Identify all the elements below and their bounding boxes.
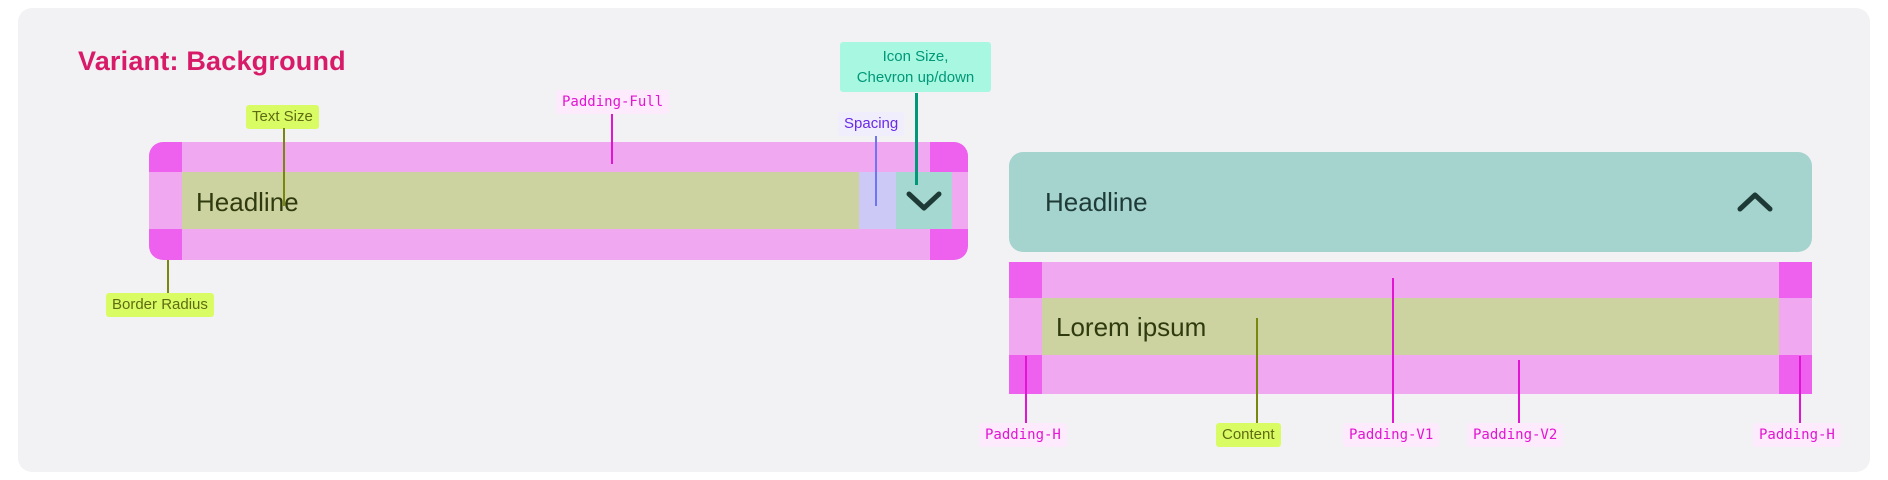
right-accordion-header[interactable]: Headline: [1009, 152, 1812, 252]
leader-spacing: [875, 136, 877, 206]
right-padding-h-right-top: [1779, 262, 1812, 298]
left-padding-right: [952, 172, 968, 229]
right-padding-h-left-mid: [1009, 298, 1042, 355]
label-padding-h-left: Padding-H: [979, 423, 1067, 447]
right-accordion-body-text: Lorem ipsum: [1056, 312, 1207, 342]
label-content: Content: [1216, 423, 1281, 447]
left-radius-bottom-right: [930, 229, 968, 260]
label-spacing: Spacing: [838, 112, 905, 136]
leader-icon-size: [915, 93, 918, 185]
label-icon-size-line1: Icon Size,: [882, 48, 949, 65]
left-radius-top-right: [930, 142, 968, 172]
left-icon-size-block: [896, 172, 952, 229]
leader-content: [1256, 318, 1258, 423]
leader-padding-v1: [1392, 278, 1394, 423]
left-spacing-block: [859, 172, 896, 229]
chevron-down-icon[interactable]: [903, 188, 945, 214]
right-padding-h-right-bottom: [1779, 355, 1812, 394]
label-padding-h-right: Padding-H: [1753, 423, 1841, 447]
right-padding-v1-band: [1042, 262, 1779, 298]
leader-padding-v2: [1518, 360, 1520, 423]
label-padding-full: Padding-Full: [556, 90, 670, 114]
left-radius-bottom-left: [149, 229, 182, 260]
canvas-card: Variant: Background Headline Text Size P…: [18, 8, 1870, 472]
left-text-size-band: [182, 172, 859, 229]
label-icon-size: Icon Size, Chevron up/down: [840, 42, 991, 92]
leader-padding-h-right: [1799, 356, 1801, 423]
right-accordion-headline: Headline: [1045, 187, 1148, 217]
left-accordion-headline: Headline: [196, 187, 299, 217]
leader-padding-h-left: [1025, 356, 1027, 423]
label-padding-v1: Padding-V1: [1343, 423, 1440, 447]
label-text-size: Text Size: [246, 105, 319, 129]
right-padding-v2-band: [1042, 355, 1779, 394]
left-padding-top: [182, 142, 930, 172]
label-padding-v2: Padding-V2: [1467, 423, 1564, 447]
left-padding-bottom: [182, 229, 930, 260]
right-padding-h-left-top: [1009, 262, 1042, 298]
label-icon-size-line2: Chevron up/down: [856, 69, 975, 86]
leader-text-size: [283, 128, 285, 206]
right-padding-h-right-mid: [1779, 298, 1812, 355]
label-border-radius: Border Radius: [106, 293, 214, 317]
right-content-band: [1042, 298, 1779, 355]
leader-border-radius: [167, 260, 169, 303]
page-title: Variant: Background: [78, 46, 346, 76]
leader-padding-full: [611, 114, 613, 164]
left-padding-left: [149, 172, 182, 229]
left-radius-top-left: [149, 142, 182, 172]
chevron-up-icon[interactable]: [1734, 189, 1776, 215]
